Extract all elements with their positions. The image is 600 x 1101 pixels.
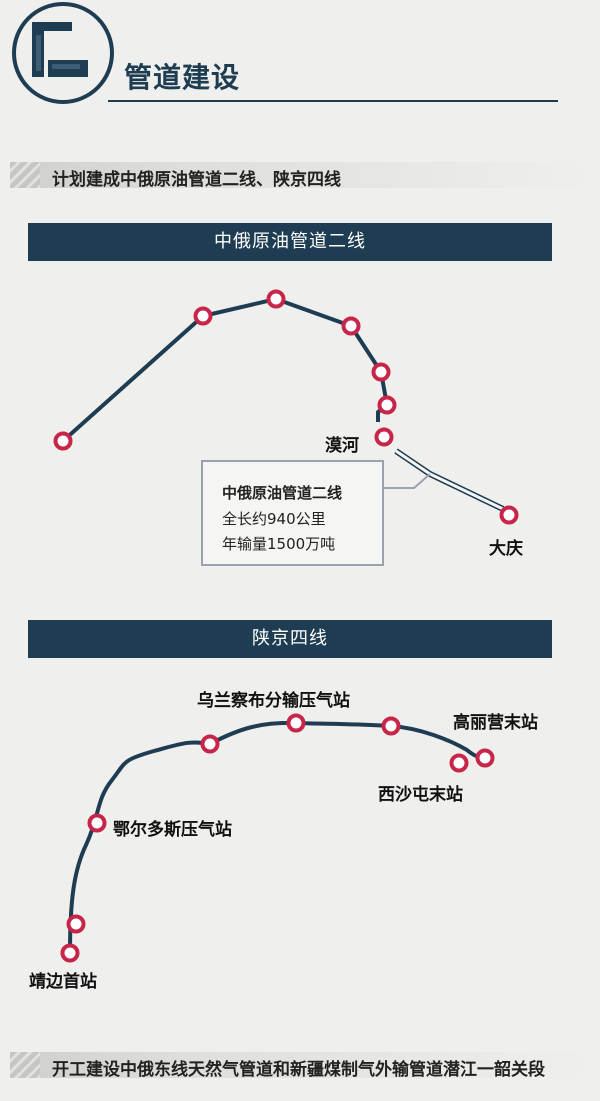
section-heading-construction-text: 开工建设中俄东线天然气管道和新疆煤制气外输管道潜江一韶关段 bbox=[52, 1060, 545, 1080]
label-gaoliying: 高丽营末站 bbox=[453, 713, 538, 733]
station-jingbian bbox=[60, 943, 80, 963]
label-eerduosi: 鄂尔多斯压气站 bbox=[113, 820, 232, 840]
pipeline-info-box: 中俄原油管道二线 全长约940公里 年输量1500万吨 bbox=[201, 460, 384, 566]
section-heading-construction: 开工建设中俄东线天然气管道和新疆煤制气外输管道潜江一韶关段 bbox=[10, 1052, 590, 1080]
header-underline bbox=[108, 100, 558, 102]
label-xishatun: 西沙屯末站 bbox=[378, 785, 463, 805]
label-wulanchabu: 乌兰察布分输压气站 bbox=[197, 691, 350, 711]
station-mohe bbox=[374, 427, 394, 447]
label-mohe: 漠河 bbox=[325, 436, 359, 456]
oil-station-2 bbox=[193, 306, 213, 326]
info-pipeline-capacity: 年输量1500万吨 bbox=[222, 535, 336, 553]
station-eerduosi bbox=[87, 813, 107, 833]
station-jingbian-2 bbox=[66, 914, 86, 934]
station-6 bbox=[381, 716, 401, 736]
station-4 bbox=[200, 734, 220, 754]
section-heading-plan-text: 计划建成中俄原油管道二线、陕京四线 bbox=[52, 170, 341, 190]
station-xishatun bbox=[449, 753, 469, 773]
station-wulanchabu bbox=[286, 713, 306, 733]
page-title: 管道建设 bbox=[124, 61, 241, 94]
station-daqing bbox=[499, 505, 519, 525]
label-daqing: 大庆 bbox=[489, 539, 523, 559]
oil-station-6 bbox=[377, 395, 397, 415]
pipe-elbow-icon bbox=[32, 22, 88, 77]
info-callout-connector bbox=[384, 473, 431, 489]
header-logo bbox=[12, 2, 114, 104]
info-pipeline-length: 全长约940公里 bbox=[222, 510, 326, 528]
station-gaoliying bbox=[475, 748, 495, 768]
info-pipeline-name: 中俄原油管道二线 bbox=[222, 484, 343, 502]
oil-station-5 bbox=[371, 362, 391, 382]
banner-shaanjing-4: 陕京四线 bbox=[28, 620, 552, 658]
section-heading-plan: 计划建成中俄原油管道二线、陕京四线 bbox=[10, 162, 590, 190]
oil-station-1 bbox=[53, 431, 73, 451]
banner-sino-russian-oil-pipeline: 中俄原油管道二线 bbox=[28, 223, 552, 261]
oil-station-3 bbox=[266, 289, 286, 309]
oil-pipeline-route bbox=[61, 297, 389, 443]
oil-station-4 bbox=[341, 316, 361, 336]
label-jingbian: 靖边首站 bbox=[29, 972, 97, 992]
